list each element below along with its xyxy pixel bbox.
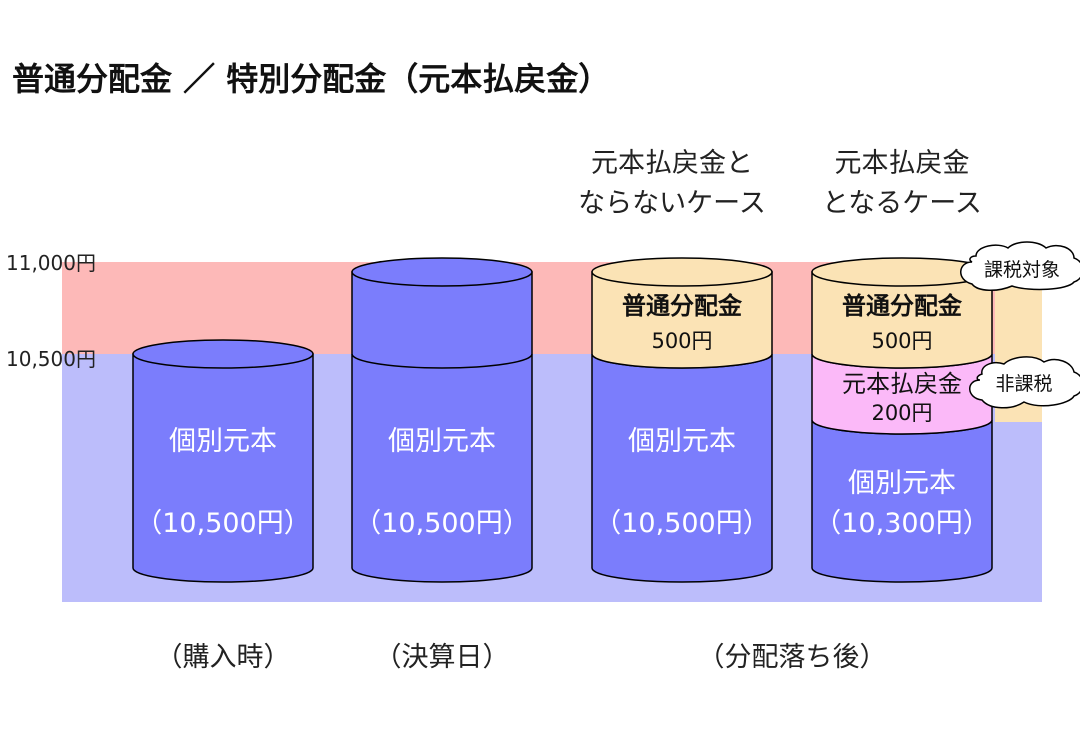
case-heading-return-line1: 元本払戻金: [835, 148, 970, 179]
cylinder-no-return: 普通分配金 500円 個別元本 （10,500円）: [591, 257, 773, 583]
case-heading-return-line2: となるケース: [822, 188, 982, 219]
cylinder-settlement: 個別元本 （10,500円）: [351, 257, 533, 583]
bubble-taxable: 課税対象: [960, 241, 1080, 291]
cylinder-purchase-label: 個別元本: [169, 426, 277, 457]
bubble-non-taxable-text: 非課税: [995, 373, 1052, 395]
cylinder-no-return-dividend-label: 普通分配金: [622, 292, 743, 320]
cylinder-with-return-return-label: 元本払戻金: [842, 370, 962, 398]
cylinder-with-return-label: 個別元本: [848, 468, 956, 499]
cylinder-purchase: 個別元本 （10,500円）: [132, 339, 314, 583]
stage-label-settlement: （決算日）: [375, 642, 510, 673]
cylinder-settlement-amount: （10,500円）: [354, 508, 529, 539]
cylinder-with-return-dividend-amount: 500円: [871, 329, 932, 353]
cylinder-no-return-label: 個別元本: [628, 426, 736, 457]
cylinder-purchase-amount: （10,500円）: [135, 508, 310, 539]
stage-label-after: （分配落ち後）: [698, 642, 887, 673]
case-heading-no-return-line1: 元本払戻金と: [591, 148, 753, 179]
cylinder-with-return-amount: （10,300円）: [814, 508, 989, 539]
bubble-non-taxable: 非課税: [969, 356, 1080, 409]
case-heading-no-return-line2: ならないケース: [578, 188, 766, 219]
tick-11000: 11,000円: [6, 251, 96, 275]
cylinder-no-return-amount: （10,500円）: [594, 508, 769, 539]
page-title: 普通分配金 ／ 特別分配金（元本払戻金）: [12, 60, 610, 98]
cylinder-with-return: 普通分配金 500円 元本払戻金 200円 個別元本 （10,300円）: [811, 257, 993, 583]
cylinder-with-return-return-amount: 200円: [871, 401, 932, 425]
tick-10500: 10,500円: [6, 347, 96, 371]
bubble-taxable-text: 課税対象: [984, 259, 1060, 281]
stage-label-purchase: （購入時）: [156, 642, 291, 673]
cylinder-no-return-dividend-amount: 500円: [651, 329, 712, 353]
cylinder-with-return-dividend-label: 普通分配金: [842, 292, 963, 320]
cylinder-settlement-label: 個別元本: [388, 426, 496, 457]
